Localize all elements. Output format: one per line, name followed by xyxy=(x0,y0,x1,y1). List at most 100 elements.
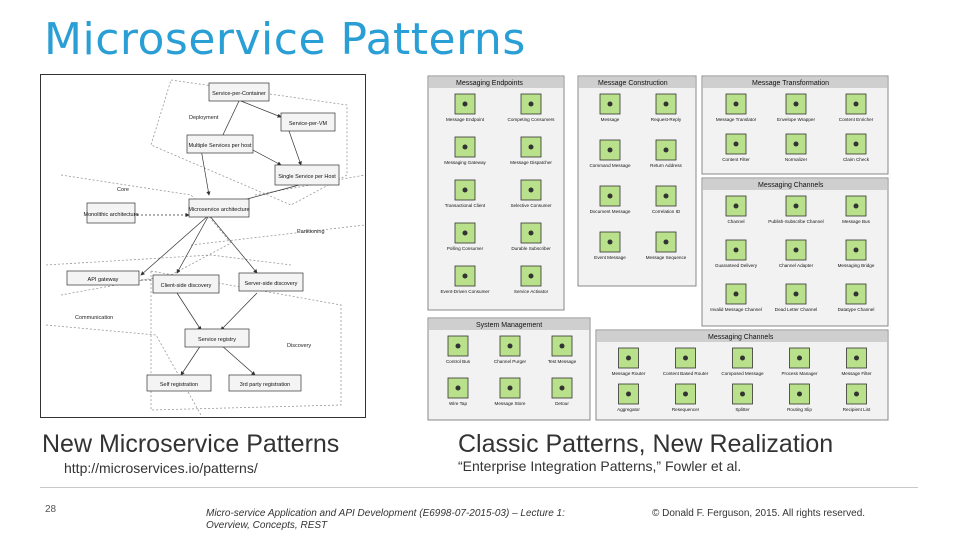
pattern-label: Durable Subscriber xyxy=(511,246,551,251)
pattern-glyph xyxy=(626,355,631,361)
pattern-glyph xyxy=(853,203,859,209)
pattern-label: Message Bus xyxy=(842,219,871,224)
pattern-label: Datatype Channel xyxy=(838,307,875,312)
pattern-label: Message Filter xyxy=(841,371,872,376)
pattern-glyph xyxy=(455,343,461,349)
discovery-region xyxy=(150,270,342,411)
right-caption: Classic Patterns, New Realization xyxy=(458,430,834,458)
pattern-label: Guaranteed Delivery xyxy=(715,263,758,268)
pattern-glyph xyxy=(797,355,802,361)
pattern-label: Message Sequence xyxy=(646,255,687,260)
pattern-label: Message Endpoint xyxy=(446,117,485,122)
enterprise-integration-patterns-diagram: Messaging Endpoints Message Construction… xyxy=(426,74,890,422)
microservice-patterns-svg: Deployment Core Partitioning Communicati… xyxy=(45,79,365,416)
pattern-label: Service Activator xyxy=(514,289,549,294)
pattern-glyph xyxy=(462,187,468,193)
microservice-patterns-diagram: Deployment Core Partitioning Communicati… xyxy=(40,74,366,418)
mono-text: Monolithic architecture xyxy=(83,212,138,218)
reg-text: Service registry xyxy=(198,337,236,343)
msa-text: Microservice architecture xyxy=(188,207,249,213)
pattern-glyph xyxy=(663,239,669,245)
pattern-label: Envelope Wrapper xyxy=(777,117,815,122)
pattern-label: Event Message xyxy=(594,255,626,260)
pattern-label: Test Message xyxy=(548,359,577,364)
pattern-glyph xyxy=(507,385,513,391)
pattern-label: Competing Consumers xyxy=(508,117,556,122)
partitioning-label: Partitioning xyxy=(297,229,325,235)
pattern-label: Return Address xyxy=(650,163,682,168)
pattern-label: Routing Slip xyxy=(787,407,812,412)
pattern-glyph xyxy=(793,101,799,107)
pattern-glyph xyxy=(683,355,688,361)
pattern-glyph xyxy=(797,391,802,397)
pattern-label: Aggregator xyxy=(617,407,640,412)
pattern-glyph xyxy=(455,385,461,391)
pattern-label: Document Message xyxy=(590,209,631,214)
pattern-glyph xyxy=(663,101,669,107)
node-service-per-vm xyxy=(280,112,336,132)
node-microservice xyxy=(188,198,250,218)
pattern-label: Composed Message xyxy=(721,371,764,376)
pattern-glyph xyxy=(733,291,739,297)
node-service-registry xyxy=(184,328,250,348)
pattern-label: Correlation ID xyxy=(652,209,681,214)
right-subcaption: “Enterprise Integration Patterns,” Fowle… xyxy=(458,458,742,474)
tpreg-text: 3rd party registration xyxy=(240,382,290,388)
course-title: Micro-service Application and API Develo… xyxy=(206,508,565,531)
ssph-text: Single Service per Host xyxy=(278,174,336,180)
pattern-label: Control Bus xyxy=(446,359,471,364)
pattern-glyph xyxy=(607,147,613,153)
pattern-glyph xyxy=(853,291,859,297)
pattern-label: Command Message xyxy=(589,163,631,168)
pattern-label: Request-Reply xyxy=(651,117,682,122)
pattern-glyph xyxy=(626,391,631,397)
pattern-label: Invalid Message Channel xyxy=(710,307,762,312)
spvm-text: Service-per-VM xyxy=(289,121,328,127)
pattern-glyph xyxy=(854,355,859,361)
panel-messaging-channels-bottom xyxy=(595,329,889,421)
pattern-glyph xyxy=(528,273,534,279)
panel-system-management xyxy=(427,317,591,421)
footer-divider xyxy=(40,487,918,488)
pattern-glyph xyxy=(793,247,799,253)
pattern-glyph xyxy=(740,355,745,361)
pattern-glyph xyxy=(462,144,468,150)
copyright: © Donald F. Ferguson, 2015. All rights r… xyxy=(652,508,866,519)
pattern-glyph xyxy=(607,193,613,199)
pattern-glyph xyxy=(733,247,739,253)
pattern-glyph xyxy=(853,141,859,147)
pattern-label: Event-Driven Consumer xyxy=(440,289,489,294)
pattern-glyph xyxy=(663,193,669,199)
node-self-registration xyxy=(146,374,212,392)
pattern-label: Messaging Gateway xyxy=(444,160,486,165)
pattern-glyph xyxy=(462,101,468,107)
communication-label: Communication xyxy=(75,315,113,321)
pattern-glyph xyxy=(462,273,468,279)
pattern-glyph xyxy=(607,239,613,245)
apigw-text: API gateway xyxy=(88,277,119,283)
pattern-glyph xyxy=(793,291,799,297)
pattern-glyph xyxy=(854,391,859,397)
discovery-label: Discovery xyxy=(287,343,311,349)
pattern-glyph xyxy=(733,141,739,147)
msph-text: Multiple Services per host xyxy=(189,143,252,149)
node-server-side-discovery xyxy=(238,272,304,292)
selfreg-text: Self registration xyxy=(160,382,198,388)
pattern-label: Dead Letter Channel xyxy=(775,307,817,312)
pattern-label: Process Manager xyxy=(781,371,817,376)
pattern-label: Content Enricher xyxy=(839,117,874,122)
pattern-glyph xyxy=(607,101,613,107)
deployment-region xyxy=(150,79,348,206)
pattern-label: Transactional Client xyxy=(445,203,486,208)
spc-text: Service-per-Container xyxy=(212,91,266,97)
slide-title: Microservice Patterns xyxy=(44,14,526,65)
pattern-label: Selective Consumer xyxy=(510,203,552,208)
pattern-glyph xyxy=(733,101,739,107)
pattern-glyph xyxy=(793,141,799,147)
page-number: 28 xyxy=(45,504,57,515)
pattern-label: Content Filter xyxy=(722,157,750,162)
left-caption: New Microservice Patterns xyxy=(42,430,340,458)
node-single-service xyxy=(274,164,340,186)
pattern-label: Normalizer xyxy=(785,157,808,162)
node-monolithic xyxy=(86,202,136,224)
